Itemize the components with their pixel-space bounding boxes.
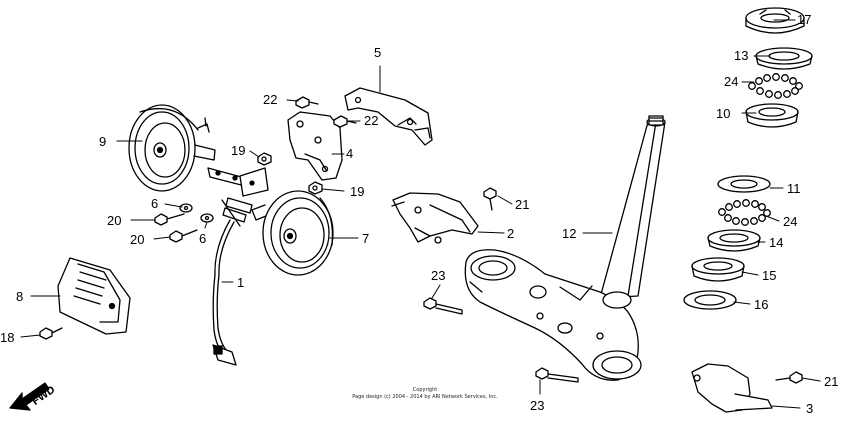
callout-18[interactable]: 18: [0, 330, 15, 345]
callout-6b[interactable]: 6: [199, 231, 207, 246]
ball-ring-top: [748, 73, 803, 99]
callout-20[interactable]: 20: [107, 213, 122, 228]
callout-16[interactable]: 16: [754, 297, 769, 312]
callout-6[interactable]: 6: [151, 196, 159, 211]
callout-5[interactable]: 5: [374, 45, 382, 60]
fasteners: [39, 96, 803, 384]
callout-9[interactable]: 9: [99, 134, 107, 149]
callout-17[interactable]: 17: [797, 12, 812, 27]
callout-11[interactable]: 11: [787, 181, 801, 196]
callout-14[interactable]: 14: [769, 235, 784, 250]
callout-20b[interactable]: 20: [130, 232, 145, 247]
callout-23[interactable]: 23: [431, 268, 446, 283]
callout-22b[interactable]: 22: [364, 113, 379, 128]
callout-22[interactable]: 22: [263, 92, 278, 107]
horn-right: [251, 190, 334, 276]
callout-8[interactable]: 8: [16, 289, 24, 304]
leader-lines: [20, 19, 821, 409]
ball-ring-bottom: [718, 199, 771, 226]
callout-19b[interactable]: 19: [350, 184, 365, 199]
headlight-stay-2: [391, 192, 479, 244]
callout-7[interactable]: 7: [362, 231, 370, 246]
callout-4[interactable]: 4: [346, 146, 354, 161]
callout-13[interactable]: 13: [734, 48, 749, 63]
callout-1[interactable]: 1: [237, 275, 245, 290]
copyright-line-1: Copyright: [412, 387, 438, 393]
callout-15[interactable]: 15: [762, 268, 777, 283]
callout-21b[interactable]: 21: [824, 374, 839, 389]
steering-stem: [464, 115, 666, 381]
bracket-mid: [287, 111, 343, 181]
callout-12[interactable]: 12: [562, 226, 577, 241]
callout-24b[interactable]: 24: [783, 214, 798, 229]
wire-harness: [212, 197, 253, 366]
callout-10[interactable]: 10: [716, 106, 731, 121]
headlight-stay-3: [691, 363, 773, 413]
callout-23b[interactable]: 23: [530, 398, 545, 413]
callout-24[interactable]: 24: [724, 74, 739, 89]
bearing-stack-top: [745, 7, 813, 128]
callout-19[interactable]: 19: [231, 143, 246, 158]
horn-left: [128, 104, 269, 197]
emblem: [57, 257, 131, 335]
bracket-top: [344, 87, 433, 146]
callout-3[interactable]: 3: [806, 401, 814, 416]
callout-21[interactable]: 21: [515, 197, 530, 212]
bearing-stack-bottom: [683, 175, 771, 310]
callout-2[interactable]: 2: [507, 226, 515, 241]
copyright-line-2: Page design (c) 2004 - 2014 by ARI Netwo…: [352, 394, 498, 400]
fwd-arrow-icon: [9, 382, 50, 411]
